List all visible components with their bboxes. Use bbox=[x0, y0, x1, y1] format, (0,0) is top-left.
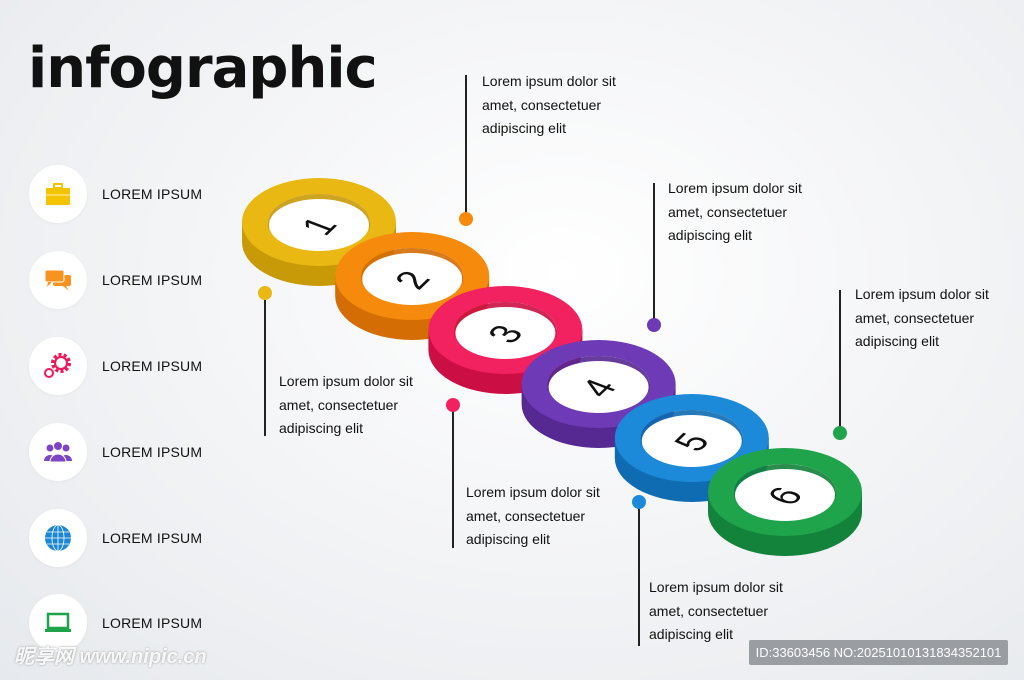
gears-icon bbox=[44, 353, 71, 378]
laptop-icon bbox=[45, 612, 71, 632]
sidebar-item-label: LOREM IPSUM bbox=[102, 444, 203, 460]
ring-center bbox=[548, 361, 649, 413]
icon-circle bbox=[29, 594, 87, 652]
callout-4: Lorem ipsum dolor sit amet, consectetuer a… bbox=[668, 177, 828, 248]
callout-dot-1 bbox=[258, 286, 272, 300]
icon-circle bbox=[29, 423, 87, 481]
sidebar-item-4: LOREM IPSUM bbox=[29, 423, 202, 481]
sidebar-item-label: LOREM IPSUM bbox=[102, 186, 203, 202]
step-ring-3: 3 bbox=[428, 286, 583, 394]
callout-3: Lorem ipsum dolor sit amet, consectetuer a… bbox=[466, 481, 626, 552]
sidebar-item-label: LOREM IPSUM bbox=[102, 358, 203, 374]
callout-line-text: adipiscing elit bbox=[855, 333, 940, 349]
callout-line bbox=[452, 410, 454, 548]
briefcase-icon bbox=[46, 183, 70, 205]
callout-line-text: Lorem ipsum dolor sit bbox=[649, 579, 783, 595]
team-icon bbox=[44, 441, 72, 463]
ring-center bbox=[362, 253, 463, 305]
callout-line-text: adipiscing elit bbox=[482, 120, 567, 136]
step-ring-6: 6 bbox=[708, 448, 862, 556]
callout-line-text: Lorem ipsum dolor sit bbox=[855, 286, 989, 302]
sidebar-item-1: LOREM IPSUM bbox=[29, 165, 202, 223]
callout-line-text: Lorem ipsum dolor sit bbox=[482, 73, 616, 89]
callout-line-text: adipiscing elit bbox=[649, 626, 734, 642]
sidebar-item-2: LOREM IPSUM bbox=[29, 251, 202, 309]
ring-center bbox=[735, 469, 835, 521]
callout-line-text: amet, consectetuer bbox=[668, 203, 788, 220]
page-title: infographic bbox=[28, 36, 378, 101]
callout-line bbox=[839, 290, 841, 427]
sidebar-item-3: LOREM IPSUM bbox=[29, 337, 202, 395]
callout-line-text: amet, consectetuer bbox=[855, 309, 975, 326]
callout-line bbox=[638, 508, 640, 646]
icon-circle bbox=[29, 509, 87, 567]
icon-circle bbox=[29, 165, 87, 223]
callout-dot-3 bbox=[446, 398, 460, 412]
callout-2: Lorem ipsum dolor sit amet, consectetuer a… bbox=[482, 70, 642, 141]
icon-circle bbox=[29, 337, 87, 395]
callout-6: Lorem ipsum dolor sit amet, consectetuer a… bbox=[855, 283, 1015, 354]
ring-center bbox=[269, 199, 369, 251]
callout-line-text: adipiscing elit bbox=[279, 420, 364, 436]
sidebar-item-label: LOREM IPSUM bbox=[102, 530, 203, 546]
callout-line-text: Lorem ipsum dolor sit bbox=[466, 484, 600, 500]
ring-center bbox=[641, 415, 742, 467]
callout-line-text: adipiscing elit bbox=[466, 531, 551, 547]
id-badge: ID:33603456 NO:20251010131834352101 bbox=[749, 640, 1008, 665]
chat-bubbles-icon bbox=[44, 269, 71, 291]
globe-icon bbox=[45, 524, 71, 552]
sidebar-item-label: LOREM IPSUM bbox=[102, 615, 203, 631]
step-ring-4: 4 bbox=[521, 340, 676, 448]
callout-line bbox=[653, 183, 655, 319]
icon-circle bbox=[29, 251, 87, 309]
sidebar-item-6: LOREM IPSUM bbox=[29, 594, 202, 652]
callout-line bbox=[264, 300, 266, 436]
ring-center bbox=[455, 307, 556, 359]
callout-line-text: amet, consectetuer bbox=[649, 602, 769, 619]
callout-5: Lorem ipsum dolor sit amet, consectetuer a… bbox=[649, 576, 809, 647]
callout-line-text: adipiscing elit bbox=[668, 227, 753, 243]
callout-line-text: amet, consectetuer bbox=[482, 96, 602, 113]
callout-dot-5 bbox=[632, 495, 646, 509]
callout-line-text: Lorem ipsum dolor sit bbox=[279, 373, 413, 389]
sidebar-item-5: LOREM IPSUM bbox=[29, 509, 202, 567]
callout-dot-6 bbox=[833, 426, 847, 440]
callout-line-text: amet, consectetuer bbox=[466, 507, 586, 524]
callout-dot-2 bbox=[459, 212, 473, 226]
sidebar-item-label: LOREM IPSUM bbox=[102, 272, 203, 288]
watermark: 昵享网 www.nipic.cn bbox=[14, 646, 207, 668]
callout-1: Lorem ipsum dolor sit amet, consectetuer a… bbox=[279, 370, 439, 441]
callout-line bbox=[465, 75, 467, 213]
callout-dot-4 bbox=[647, 318, 661, 332]
callout-line-text: Lorem ipsum dolor sit bbox=[668, 180, 802, 196]
callout-line-text: amet, consectetuer bbox=[279, 396, 399, 413]
